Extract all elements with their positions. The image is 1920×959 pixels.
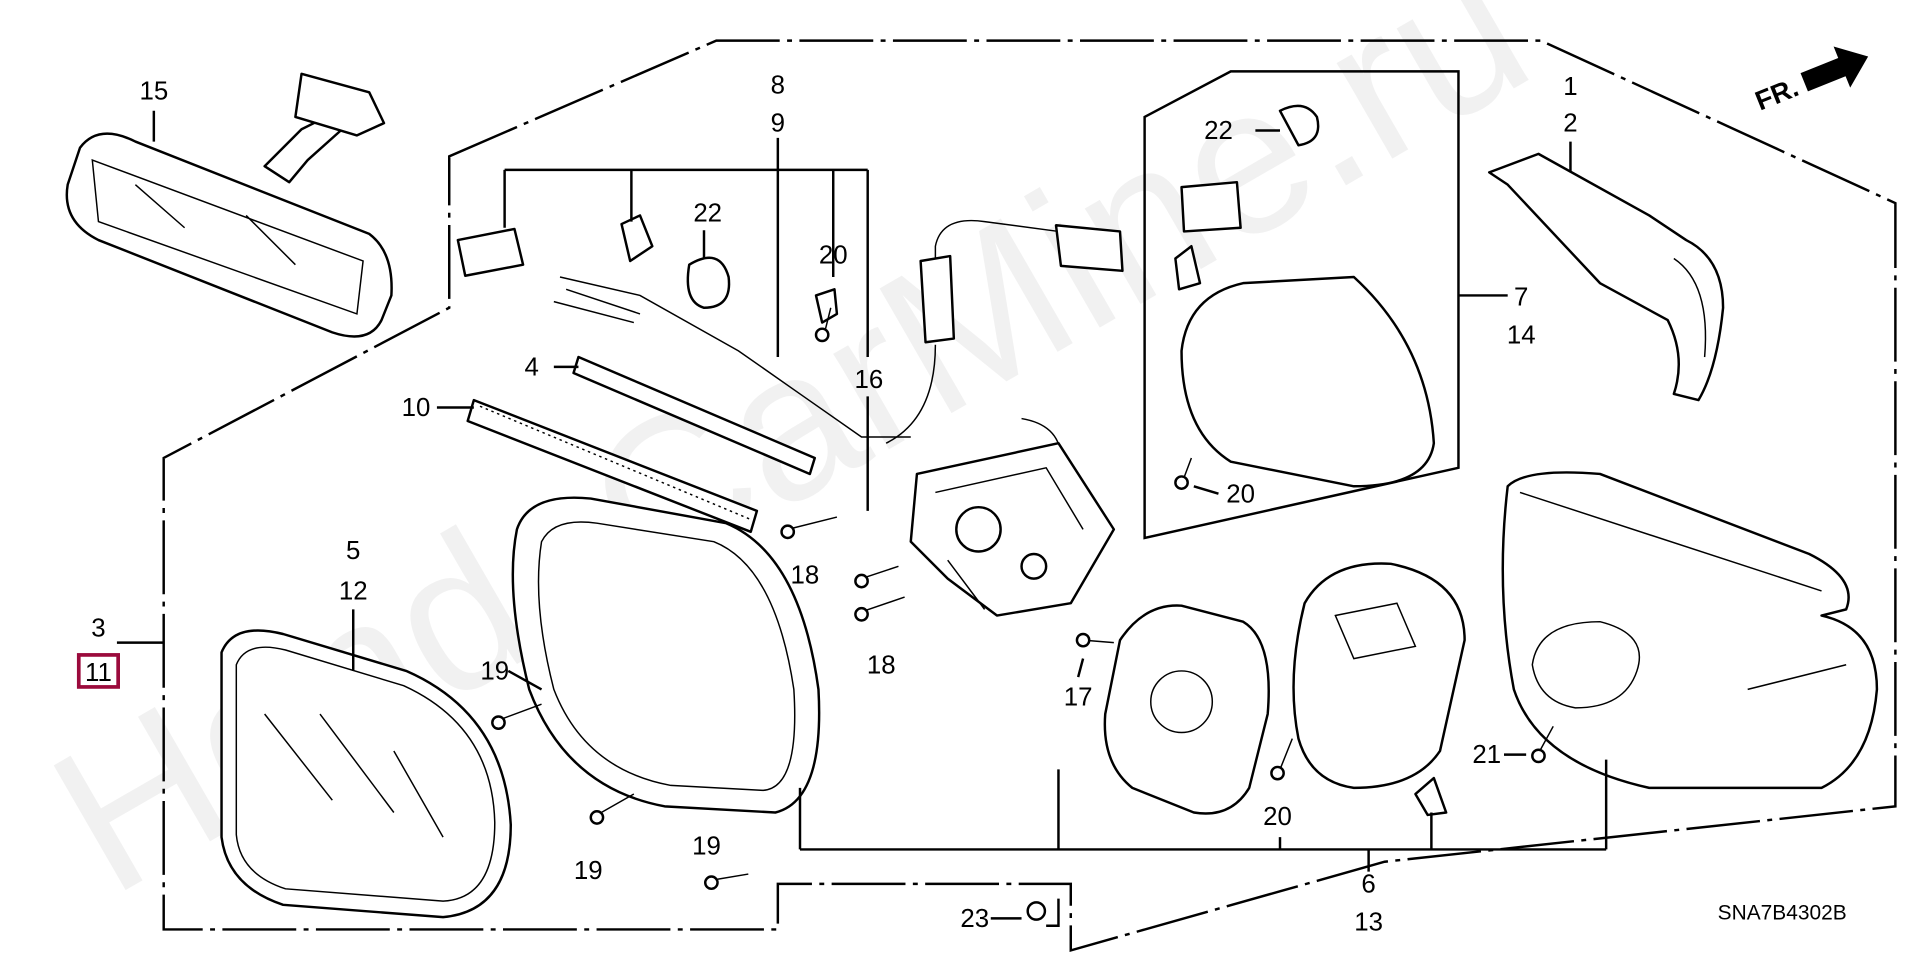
callout-9: 9 (771, 110, 785, 138)
callout-2: 2 (1563, 110, 1577, 138)
base-plate (1103, 604, 1270, 815)
callout-3: 3 (91, 614, 105, 642)
callout-22: 22 (1204, 117, 1233, 145)
skull-cap (1501, 471, 1879, 790)
screws (491, 307, 1554, 921)
callout-12: 12 (339, 578, 368, 606)
front-direction-indicator: FR. (1751, 46, 1869, 116)
group-box-7-14 (1143, 70, 1460, 540)
callout-5: 5 (346, 537, 360, 565)
callout-1: 1 (1563, 73, 1577, 101)
mirror-actuator (909, 441, 1116, 617)
leader-lines (116, 110, 1608, 927)
diagram-code: SNA7B4302B (1718, 902, 1847, 925)
wire-harness (456, 214, 1124, 456)
callout-18: 18 (791, 562, 820, 590)
turn-signal-lamp (1488, 152, 1725, 402)
callout-20: 20 (1263, 803, 1292, 831)
callout-20: 20 (819, 241, 848, 269)
front-label: FR. (1751, 71, 1803, 116)
callout-6: 6 (1361, 871, 1375, 899)
rearview-mirror (65, 72, 393, 338)
callout-23: 23 (960, 905, 989, 933)
callout-7: 7 (1514, 283, 1528, 311)
mirror-holder-frame (511, 496, 821, 814)
highlight-box (76, 653, 120, 689)
mirror-base-cover (1292, 562, 1466, 790)
callout-22: 22 (693, 200, 722, 228)
callout-11[interactable]: 11 (85, 659, 112, 687)
callout-13: 13 (1354, 909, 1383, 937)
callout-17: 17 (1064, 683, 1093, 711)
callout-14: 14 (1507, 321, 1536, 349)
arrow-icon (1800, 46, 1869, 92)
callout-10: 10 (402, 394, 431, 422)
assembly-boundary (162, 39, 1897, 953)
callout-15: 15 (139, 78, 168, 106)
callout-8: 8 (771, 72, 785, 100)
callout-19: 19 (480, 658, 509, 686)
callout-4: 4 (525, 353, 539, 381)
callout-21: 21 (1472, 741, 1501, 769)
callout-16: 16 (855, 366, 884, 394)
mirror-bracket (1174, 104, 1436, 488)
callout-labels: 15 8 9 22 20 16 4 10 18 18 5 12 3 11 19 … (76, 72, 1847, 937)
callout-19: 19 (574, 857, 603, 885)
callout-19: 19 (692, 832, 721, 860)
callout-20: 20 (1226, 480, 1255, 508)
mirror-glass (220, 629, 512, 919)
corrugated-tube-10 (466, 398, 759, 534)
callout-18: 18 (867, 651, 896, 679)
